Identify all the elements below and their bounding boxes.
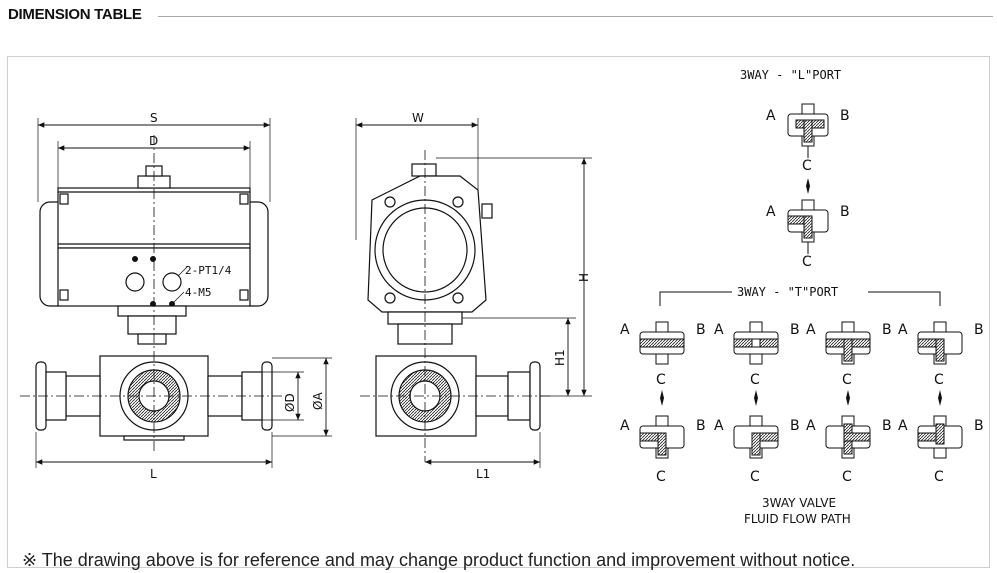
t-port-a-1: A <box>620 322 630 338</box>
t-port-b-1: B <box>696 322 706 338</box>
section-title: DIMENSION TABLE <box>8 6 142 23</box>
t-port-c-4: C <box>934 372 944 388</box>
l-port-diagram-1 <box>787 103 829 158</box>
t-port-b-3: B <box>882 322 892 338</box>
t-port-b-6: B <box>790 418 800 434</box>
t-port-a-3: A <box>806 322 816 338</box>
t-port-c-1: C <box>656 372 666 388</box>
dim-phia-label: ØA <box>311 392 325 410</box>
t-port-a-4: A <box>898 322 908 338</box>
dim-h1-label: H1 <box>553 349 567 366</box>
l-port-a-2: A <box>766 204 776 220</box>
l-port-b-2: B <box>840 204 850 220</box>
l-port-c-2: C <box>802 254 812 270</box>
t-port-a-2: A <box>714 322 724 338</box>
t-port-switch-arrows <box>660 390 942 406</box>
section-header: DIMENSION TABLE <box>8 4 993 26</box>
t-port-b-2: B <box>790 322 800 338</box>
t-port-row-1 <box>639 321 963 365</box>
l-port-a-1: A <box>766 108 776 124</box>
t-port-b-8: B <box>974 418 984 434</box>
t-port-bracket <box>659 291 941 306</box>
t-port-c-7: C <box>842 469 852 485</box>
l-port-title: 3WAY - "L"PORT <box>740 68 841 82</box>
t-port-c-3: C <box>842 372 852 388</box>
t-port-a-7: A <box>806 418 816 434</box>
dim-h-label: H <box>577 273 591 282</box>
t-port-c-6: C <box>750 469 760 485</box>
dim-phid-label: ØD <box>283 393 297 412</box>
t-port-row-2 <box>639 415 963 459</box>
caption-line-1: 3WAY VALVE <box>762 496 836 510</box>
dim-l1-label: L1 <box>476 467 490 481</box>
front-view <box>20 118 332 468</box>
caption-line-2: FLUID FLOW PATH <box>744 512 851 526</box>
l-port-switch-arrow <box>806 178 810 194</box>
t-port-b-5: B <box>696 418 706 434</box>
port-note-pt: 2-PT1/4 <box>185 264 232 277</box>
port-note-m5: 4-M5 <box>185 286 212 299</box>
l-port-c-1: C <box>802 158 812 174</box>
t-port-c-8: C <box>934 469 944 485</box>
t-port-a-8: A <box>898 418 908 434</box>
dim-d-label: D <box>149 134 158 148</box>
dim-s-label: S <box>150 111 158 125</box>
disclaimer-note: ※ The drawing above is for reference and… <box>22 550 856 570</box>
t-port-a-5: A <box>620 418 630 434</box>
t-port-c-2: C <box>750 372 760 388</box>
t-port-b-7: B <box>882 418 892 434</box>
t-port-title: 3WAY - "T"PORT <box>737 285 838 299</box>
side-view <box>355 118 592 468</box>
dim-w-label: W <box>412 111 424 125</box>
dim-l-label: L <box>150 467 157 481</box>
l-port-b-1: B <box>840 108 850 124</box>
t-port-c-5: C <box>656 469 666 485</box>
l-port-diagram-2 <box>787 199 829 254</box>
t-port-b-4: B <box>974 322 984 338</box>
t-port-a-6: A <box>714 418 724 434</box>
header-divider <box>158 16 993 17</box>
